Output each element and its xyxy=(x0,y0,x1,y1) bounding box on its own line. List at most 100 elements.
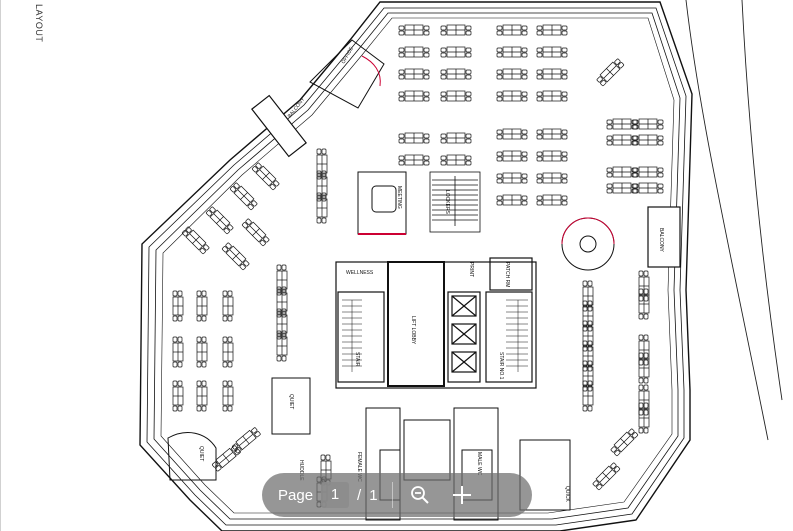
desk-pod xyxy=(222,290,234,322)
desk-pod xyxy=(536,172,568,184)
total-pages: 1 xyxy=(369,486,378,504)
desk-pod xyxy=(251,162,280,191)
label-patch-rm: PATCH RM xyxy=(504,262,510,287)
desk-pod xyxy=(632,134,664,146)
workstations xyxy=(172,24,664,508)
label-huddle: HUDDLE xyxy=(298,460,304,481)
desk-pod xyxy=(440,46,472,58)
desk-pod xyxy=(172,290,184,322)
label-stair-right: STAIR NO.1 xyxy=(498,352,504,380)
desk-pod xyxy=(440,90,472,102)
desk-pod xyxy=(496,90,528,102)
label-print: PRINT xyxy=(468,262,474,277)
desk-pod xyxy=(229,182,258,211)
desk-pod xyxy=(496,150,528,162)
core-stairs xyxy=(342,299,528,372)
desk-pod xyxy=(398,68,430,80)
label-quiet-mid: QUIET xyxy=(288,394,294,409)
desk-pod xyxy=(536,46,568,58)
desk-pod xyxy=(606,166,638,178)
desk-pod xyxy=(496,172,528,184)
desk-pod xyxy=(496,68,528,80)
desk-pod xyxy=(222,336,234,368)
desk-pod xyxy=(205,206,234,235)
balconies xyxy=(251,94,681,268)
desk-pod xyxy=(398,24,430,36)
label-lift-lobby: LIFT LOBBY xyxy=(410,316,416,345)
desk-pod xyxy=(582,380,594,412)
desk-pod xyxy=(606,118,638,130)
page-number-input[interactable]: 1 xyxy=(321,482,350,508)
page-label: Page xyxy=(278,486,314,504)
desk-pod xyxy=(582,340,594,372)
desk-pod xyxy=(592,462,621,491)
label-meeting: MEETING xyxy=(396,186,402,209)
desk-pod xyxy=(496,128,528,140)
desk-pod xyxy=(582,280,594,312)
desk-pod xyxy=(276,330,288,362)
desk-pod xyxy=(241,218,270,247)
page-separator: / xyxy=(357,486,362,504)
label-quiet-left: QUIET xyxy=(198,446,204,461)
desk-pod xyxy=(582,300,594,332)
desk-pod xyxy=(221,242,250,271)
label-female-wc: FEMALE WC xyxy=(356,452,362,482)
desk-pod xyxy=(536,68,568,80)
desk-pod xyxy=(181,226,210,255)
desk-pod xyxy=(638,352,650,384)
desk-pod xyxy=(440,154,472,166)
desk-pod xyxy=(638,402,650,434)
zoom-in-icon xyxy=(452,486,471,504)
zoom-out-icon xyxy=(410,486,429,504)
desk-pod xyxy=(632,182,664,194)
desk-pod xyxy=(398,90,430,102)
desk-pod xyxy=(606,182,638,194)
desk-pod xyxy=(440,132,472,144)
label-balcony-left: BALCONY xyxy=(287,96,307,119)
desk-pod xyxy=(596,58,625,87)
zoom-out-button[interactable] xyxy=(405,480,435,510)
desk-pod xyxy=(316,192,328,224)
desk-pod xyxy=(172,336,184,368)
meeting-room xyxy=(357,171,407,235)
desk-pod xyxy=(440,24,472,36)
building-core xyxy=(335,257,537,389)
drawing-side-label: LAYOUT xyxy=(34,4,44,43)
desk-pod xyxy=(606,134,638,146)
desk-pod xyxy=(231,427,261,454)
desk-pod xyxy=(536,194,568,206)
desk-pod xyxy=(536,128,568,140)
desk-pod xyxy=(440,68,472,80)
desk-pod xyxy=(496,46,528,58)
desk-pod xyxy=(536,90,568,102)
desk-pod xyxy=(632,166,664,178)
desk-pod xyxy=(222,380,234,412)
desk-pod xyxy=(582,320,594,352)
desk-pod xyxy=(398,132,430,144)
desk-pod xyxy=(211,445,241,472)
desk-pod xyxy=(536,24,568,36)
desk-pod xyxy=(316,170,328,202)
desk-pod xyxy=(196,380,208,412)
desk-pod xyxy=(536,150,568,162)
pdf-toolbar: Page 1 / 1 xyxy=(262,473,532,517)
desk-pod xyxy=(582,360,594,392)
desk-pod xyxy=(398,46,430,58)
office-room xyxy=(309,39,385,109)
desk-pod xyxy=(196,336,208,368)
desk-pod xyxy=(496,194,528,206)
desk-pod xyxy=(496,24,528,36)
building-perimeter xyxy=(139,1,693,531)
label-quick: QUICK xyxy=(564,486,570,503)
desk-pod xyxy=(632,118,664,130)
zoom-in-button[interactable] xyxy=(447,480,477,510)
desk-pod xyxy=(172,380,184,412)
toolbar-divider xyxy=(391,482,393,508)
round-meeting xyxy=(561,217,615,271)
lockers-area xyxy=(429,171,481,233)
desk-pod xyxy=(638,288,650,320)
label-wellness: WELLNESS xyxy=(346,270,374,276)
